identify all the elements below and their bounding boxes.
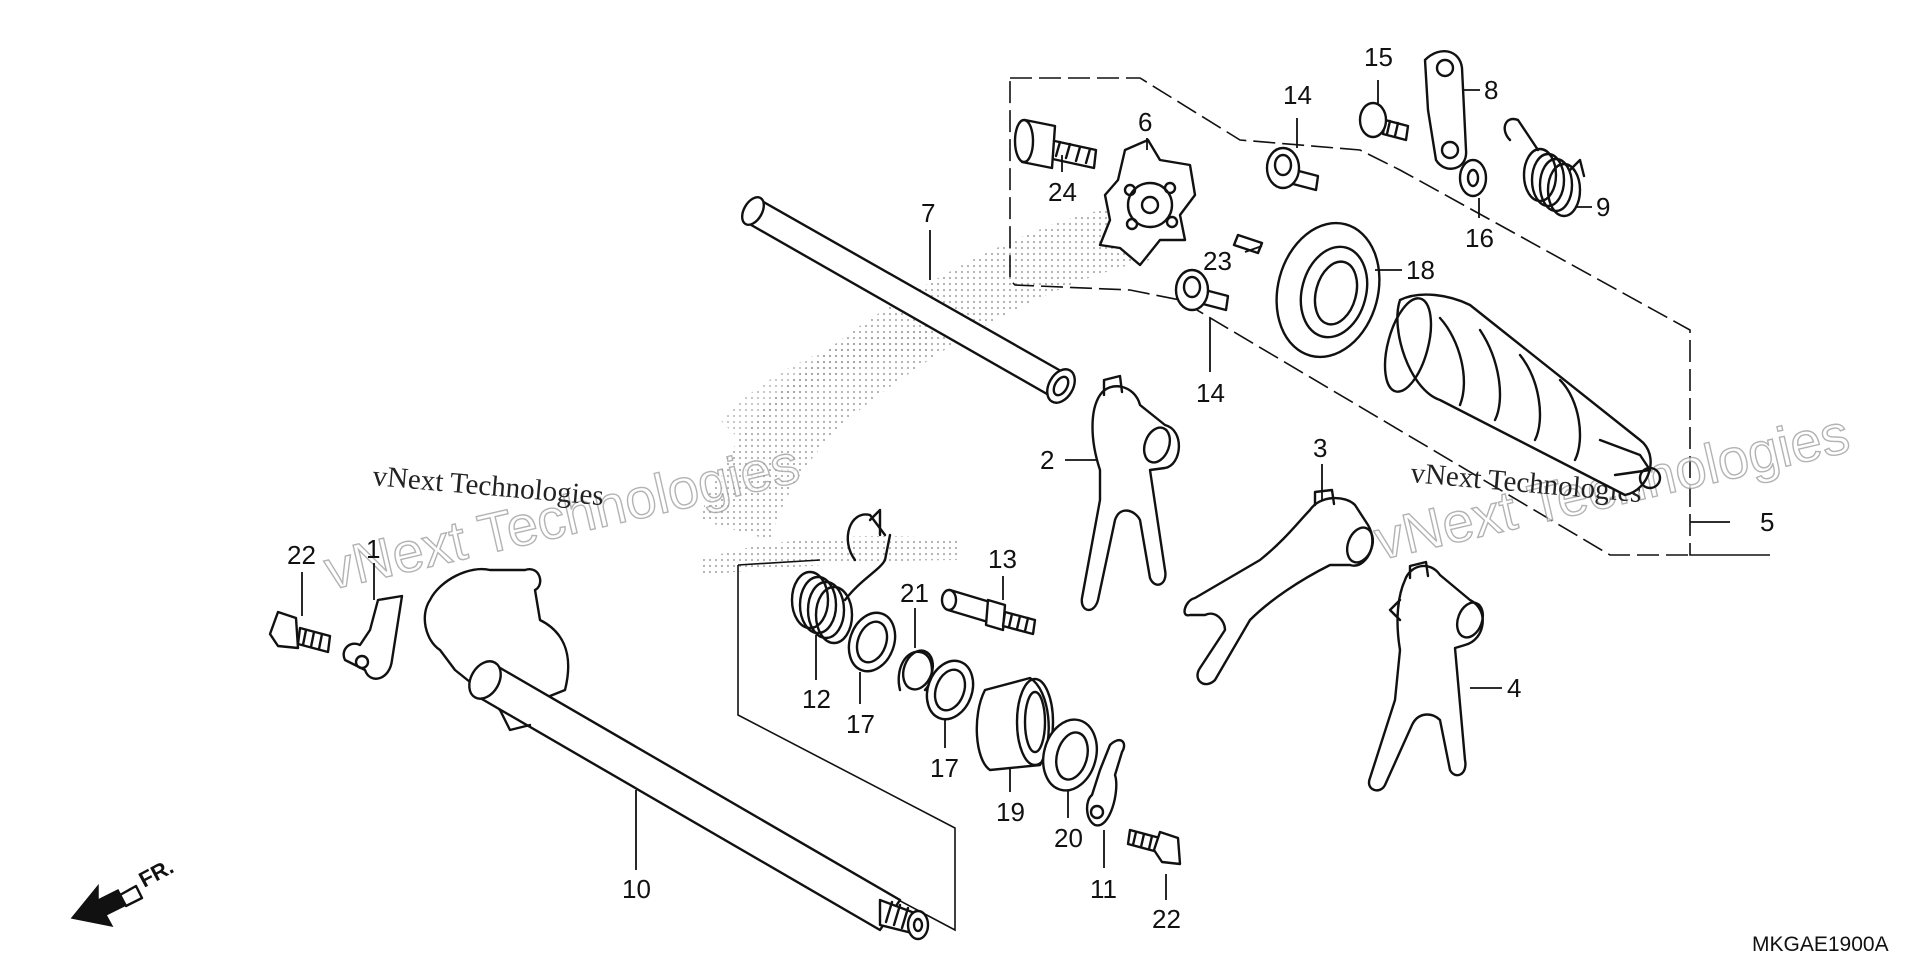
part-13-stud-bolt: [940, 588, 1037, 636]
part-12-return-spring: [790, 508, 892, 645]
callout-16: 16: [1465, 223, 1494, 253]
part-18-bearing: [1275, 221, 1381, 359]
assembly-outline-drum: [1009, 77, 1770, 556]
callout-7: 7: [921, 198, 935, 228]
direction-label: FR.: [135, 854, 178, 893]
part-5-shift-drum: [1383, 293, 1662, 497]
part-22-left-bolt: [268, 610, 332, 654]
part-14-lower-bolt: [1174, 268, 1230, 312]
part-1-plate: [342, 594, 404, 680]
callout-17-upper: 17: [846, 709, 875, 739]
part-20-oil-seal: [1042, 718, 1098, 792]
callout-23: 23: [1203, 246, 1232, 276]
part-17-lower-washer: [925, 659, 975, 721]
drawing-code: MKGAE1900A: [1752, 933, 1889, 956]
callout-12: 12: [802, 684, 831, 714]
callout-4: 4: [1507, 673, 1521, 703]
part-19-needle-bearing: [975, 676, 1055, 772]
callout-5: 5: [1760, 507, 1774, 537]
callout-6: 6: [1138, 107, 1152, 137]
part-2-shift-fork: [1080, 374, 1181, 612]
callout-24: 24: [1048, 177, 1077, 207]
dotted-shading: [700, 205, 1150, 575]
callout-9: 9: [1596, 192, 1610, 222]
callout-20: 20: [1054, 823, 1083, 853]
callout-17-lower: 17: [930, 753, 959, 783]
part-6-star-plate: [1098, 138, 1197, 267]
part-16-washer: [1458, 158, 1488, 198]
callout-18: 18: [1406, 255, 1435, 285]
part-14-upper-bolt: [1265, 146, 1320, 192]
part-17-upper-washer: [847, 611, 897, 673]
part-22-right-bolt: [1126, 828, 1182, 866]
callout-19: 19: [996, 797, 1025, 827]
part-7-rod: [740, 196, 1076, 404]
part-8-stopper-arm: [1423, 49, 1468, 170]
front-direction-arrow-icon: FR.: [70, 854, 178, 928]
callout-22-right: 22: [1152, 904, 1181, 934]
callout-14-upper: 14: [1283, 80, 1312, 110]
callout-8: 8: [1484, 75, 1498, 105]
callout-3: 3: [1313, 433, 1327, 463]
part-15-bolt: [1358, 101, 1410, 142]
callout-21: 21: [900, 578, 929, 608]
callout-2: 2: [1040, 445, 1054, 475]
callout-10: 10: [622, 874, 651, 904]
callout-labels: 1 2 3 4 5 6 7 8 9 10 11 12 13 14 14 15 1…: [287, 42, 1774, 934]
part-11-plate: [1085, 738, 1126, 827]
callout-13: 13: [988, 544, 1017, 574]
part-24-bolt: [1013, 118, 1098, 170]
part-10-shift-shaft: [423, 567, 930, 941]
callout-1: 1: [366, 534, 380, 564]
callout-11: 11: [1090, 874, 1117, 904]
part-4-shift-fork: [1367, 560, 1485, 792]
callout-22-left: 22: [287, 540, 316, 570]
callout-15: 15: [1364, 42, 1393, 72]
part-3-shift-fork: [1183, 488, 1375, 686]
callout-14-lower: 14: [1196, 378, 1225, 408]
part-9-spring: [1503, 117, 1586, 218]
leader-lines: [301, 80, 1730, 900]
